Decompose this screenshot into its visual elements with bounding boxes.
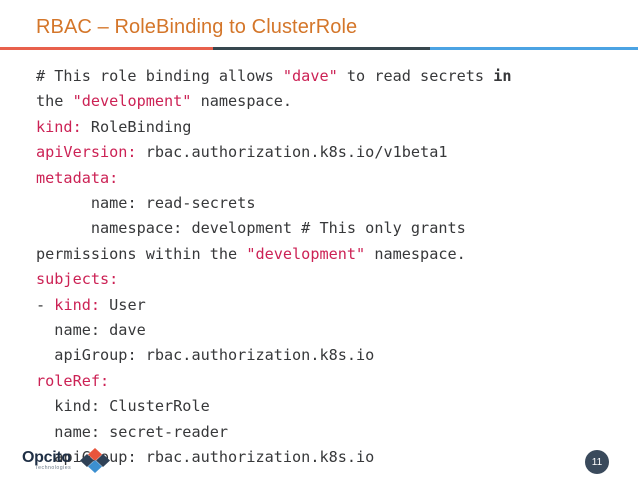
code-token-plain: User bbox=[100, 295, 146, 314]
opcito-logo: Opcito Technologies bbox=[22, 448, 114, 474]
yaml-code-block: # This role binding allows "dave" to rea… bbox=[36, 64, 616, 471]
code-line: metadata: bbox=[36, 166, 616, 191]
code-token-plain: RoleBinding bbox=[81, 117, 192, 136]
code-line: apiGroup: rbac.authorization.k8s.io bbox=[36, 445, 616, 470]
code-token-plain: name: secret-reader bbox=[36, 422, 229, 441]
code-token-plain: namespace. bbox=[365, 244, 466, 263]
code-token-str: "dave" bbox=[282, 67, 338, 85]
page-number-badge: 11 bbox=[585, 450, 609, 474]
logo-diamond-top-icon bbox=[88, 448, 102, 461]
code-line: permissions within the "development" nam… bbox=[36, 242, 616, 267]
code-token-plain: name: read-secrets bbox=[36, 194, 256, 213]
code-line: kind: RoleBinding bbox=[36, 115, 616, 140]
code-token-plain: kind: ClusterRole bbox=[36, 397, 210, 416]
code-token-plain: name: dave bbox=[36, 321, 146, 340]
code-token-key: kind: bbox=[54, 295, 101, 314]
logo-diamond-left-icon bbox=[80, 454, 94, 467]
code-line: # This role binding allows "dave" to rea… bbox=[36, 64, 616, 89]
code-token-plain: namespace: development # This only grant… bbox=[36, 219, 466, 238]
divider-segment-navy bbox=[213, 47, 430, 50]
code-line: apiGroup: rbac.authorization.k8s.io bbox=[36, 343, 616, 368]
code-line: kind: ClusterRole bbox=[36, 394, 616, 419]
logo-tagline: Technologies bbox=[35, 465, 72, 471]
code-token-plain: to read secrets bbox=[337, 67, 494, 85]
code-token-plain: # This role binding allows bbox=[36, 67, 283, 85]
code-token-plain: permissions within the bbox=[36, 244, 247, 263]
code-token-plain: - bbox=[36, 295, 55, 314]
code-line: the "development" namespace. bbox=[36, 89, 616, 114]
code-token-plain: namespace. bbox=[191, 92, 293, 111]
code-token-key: roleRef: bbox=[36, 371, 110, 390]
code-token-plain: apiGroup: rbac.authorization.k8s.io bbox=[36, 346, 375, 365]
code-line: - kind: User bbox=[36, 293, 616, 318]
logo-diamond-mark bbox=[80, 448, 110, 473]
logo-wordmark: Opcito bbox=[22, 449, 71, 466]
code-token-key: apiVersion: bbox=[36, 143, 137, 162]
code-line: name: secret-reader bbox=[36, 420, 616, 445]
code-line: roleRef: bbox=[36, 369, 616, 394]
code-token-str: "development" bbox=[72, 92, 192, 111]
logo-diamond-right-icon bbox=[96, 454, 110, 467]
code-token-key: metadata: bbox=[36, 168, 119, 187]
code-line: subjects: bbox=[36, 267, 616, 292]
code-line: apiVersion: rbac.authorization.k8s.io/v1… bbox=[36, 140, 616, 165]
code-line: name: read-secrets bbox=[36, 191, 616, 216]
code-line: namespace: development # This only grant… bbox=[36, 216, 616, 241]
code-token-bold: in bbox=[493, 67, 512, 85]
code-token-key: kind: bbox=[36, 117, 82, 136]
logo-diamond-bottom-icon bbox=[88, 460, 102, 473]
code-line: name: dave bbox=[36, 318, 616, 343]
divider-segment-red bbox=[0, 47, 213, 50]
code-token-str: "development" bbox=[246, 244, 366, 263]
page-title: RBAC – RoleBinding to ClusterRole bbox=[36, 16, 358, 38]
divider-segment-blue bbox=[430, 47, 638, 50]
code-token-key: subjects: bbox=[36, 270, 119, 289]
title-divider bbox=[0, 47, 638, 50]
code-token-plain: the bbox=[36, 92, 73, 111]
code-token-plain: rbac.authorization.k8s.io/v1beta1 bbox=[136, 143, 448, 162]
